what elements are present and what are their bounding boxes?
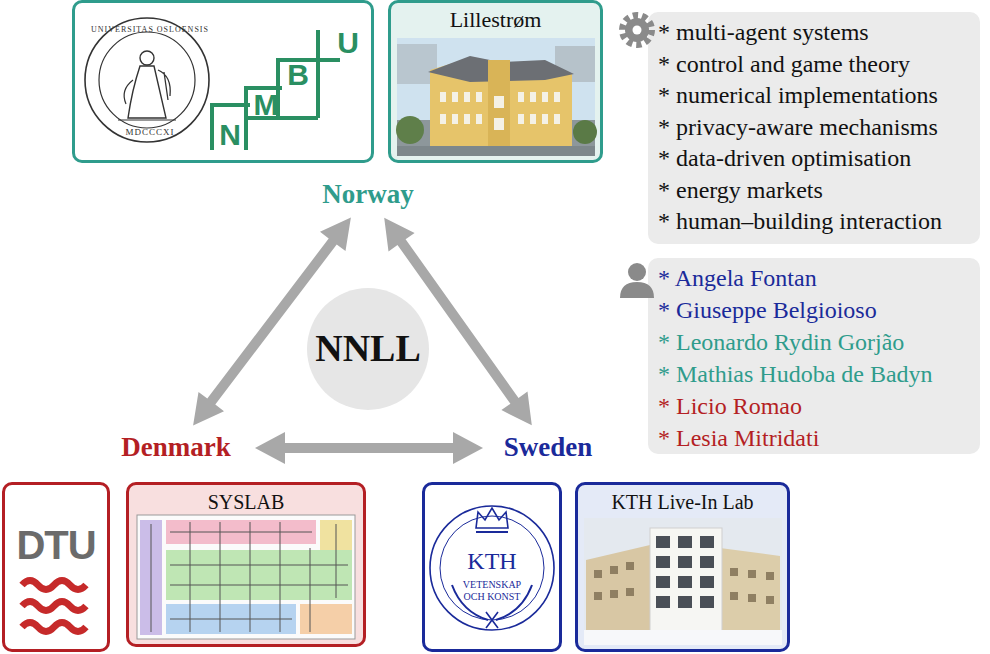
logo-box: DTU	[2, 482, 110, 652]
logo-letter: N	[217, 117, 243, 153]
hub-name: NNLL	[307, 326, 429, 372]
seal-text: MDCCCXI	[75, 127, 225, 138]
logo-text: KTH	[425, 547, 559, 576]
list-item: * privacy-aware mechanisms	[658, 112, 980, 144]
country-label: Norway	[310, 178, 426, 212]
list-item: * data-driven optimisation	[658, 143, 980, 175]
list-item: * energy markets	[658, 175, 980, 207]
list-item: * Lesia Mitridati	[658, 422, 980, 454]
photo-box: Lillestrøm	[388, 0, 603, 163]
hub-circle: NNLL	[307, 288, 429, 410]
list-item: * multi-agent systems	[658, 17, 980, 49]
box-title: SYSLAB	[129, 490, 363, 514]
double-arrow	[255, 432, 483, 464]
logo-text: DTU	[5, 521, 107, 569]
gear-icon	[623, 16, 651, 44]
gear-icon	[633, 26, 642, 35]
gear-icon	[623, 16, 651, 44]
topic-list-box: * multi-agent systems* control and game …	[648, 12, 980, 244]
photo-box: KTH Live-In Lab	[575, 482, 790, 652]
photo-box: SYSLAB	[126, 482, 366, 647]
country-label: Denmark	[104, 431, 248, 465]
logo-letter: U	[335, 25, 361, 61]
country-label: Sweden	[490, 431, 606, 465]
list-item: * Leonardo Rydin Gorjão	[658, 326, 980, 358]
country-name: Norway	[310, 178, 426, 210]
list-item: * numerical implementations	[658, 80, 980, 112]
person-icon	[628, 263, 646, 281]
list-item: * Licio Romao	[658, 390, 980, 422]
list-item: * control and game theory	[658, 49, 980, 81]
country-name: Denmark	[104, 431, 248, 463]
double-arrow	[384, 218, 532, 426]
gear-icon	[625, 18, 649, 42]
list-item: * Mathias Hudoba de Badyn	[658, 358, 980, 390]
logo-motto: VETENSKAP OCH KONST	[457, 579, 527, 603]
list-item: * human–building interaction	[658, 206, 980, 238]
list-item: * Giuseppe Belgioioso	[658, 294, 980, 326]
logo-box: KTH VETENSKAP OCH KONST	[422, 482, 562, 652]
logo-box: UNIVERSITAS OSLOENSIS MDCCCXINMBU	[72, 0, 374, 163]
seal-text: UNIVERSITAS OSLOENSIS	[75, 25, 225, 35]
country-name: Sweden	[490, 431, 606, 463]
logo-letter: B	[285, 57, 311, 93]
list-item: * Angela Fontan	[658, 262, 980, 294]
logo-letter: M	[251, 87, 281, 123]
box-title: KTH Live-In Lab	[578, 490, 787, 514]
double-arrow	[193, 218, 351, 426]
box-title: Lillestrøm	[391, 7, 600, 33]
people-list-box: * Angela Fontan* Giuseppe Belgioioso* Le…	[648, 258, 980, 454]
